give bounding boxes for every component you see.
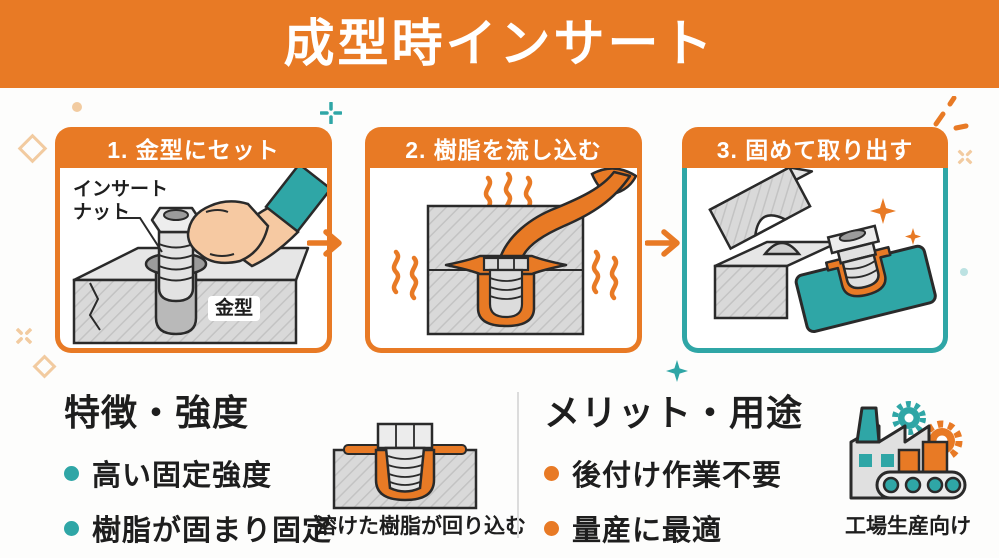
step-2-header: 2. 樹脂を流し込む [365, 127, 642, 168]
step-3-body [682, 168, 948, 353]
resin-pour-illustration [391, 168, 637, 336]
sparkle-icon [870, 198, 896, 224]
decor-diamond-icon [17, 133, 48, 164]
merit-item: 量産に最適 [544, 507, 803, 549]
gear-icon [892, 401, 926, 435]
arrow-right-icon [307, 229, 342, 257]
factory-icon [849, 401, 967, 500]
bullet-dot [64, 520, 79, 536]
center-caption: 溶けた樹脂が回り込む [316, 515, 526, 538]
step-3-header: 3. 固めて取り出す [682, 127, 948, 168]
step-panel-1: 1. 金型にセット [55, 127, 332, 353]
title-banner: 成型時インサート [0, 0, 999, 88]
step-2-body [365, 168, 642, 353]
step-panel-2: 2. 樹脂を流し込む [365, 127, 642, 353]
features-section: 特徴・強度 高い固定強度 樹脂が固まり固定 [64, 384, 332, 558]
decor-star-icon [666, 360, 688, 382]
decor-plus-icon [320, 102, 342, 124]
insert-nut-label: インサート ナット [73, 179, 169, 223]
feature-item: 樹脂が固まり固定 [64, 507, 332, 549]
step-panel-3: 3. 固めて取り出す [682, 127, 948, 353]
page-title: 成型時インサート [283, 15, 716, 72]
decor-sparkle-icon [933, 96, 969, 131]
decor-dot-orange [72, 102, 82, 112]
factory-caption: 工場生産向け [845, 515, 971, 538]
decor-cross-icon [957, 149, 973, 165]
bullet-dot [544, 520, 559, 536]
mold-label: 金型 [208, 296, 261, 321]
step-1-header: 1. 金型にセット [55, 127, 332, 168]
bullet-dot [64, 465, 79, 481]
step-1-body: インサート ナット 金型 [55, 168, 332, 353]
mold-set-illustration [72, 168, 327, 345]
column-divider [517, 392, 519, 538]
merits-heading: メリット・用途 [544, 392, 804, 433]
decor-dot-teal [960, 268, 968, 276]
demold-illustration [708, 168, 937, 334]
features-heading: 特徴・強度 [64, 392, 250, 433]
arrow-right-icon [645, 229, 680, 257]
sparkle-icon [905, 228, 921, 245]
resin-wrap-illustration [332, 422, 478, 510]
merit-item: 後付け作業不要 [544, 452, 803, 494]
feature-item: 高い固定強度 [64, 452, 332, 494]
bullet-dot [544, 465, 559, 481]
merits-section: メリット・用途 後付け作業不要 量産に最適 [544, 384, 803, 558]
decor-cross-icon [15, 327, 33, 345]
decor-diamond-icon [32, 354, 57, 379]
